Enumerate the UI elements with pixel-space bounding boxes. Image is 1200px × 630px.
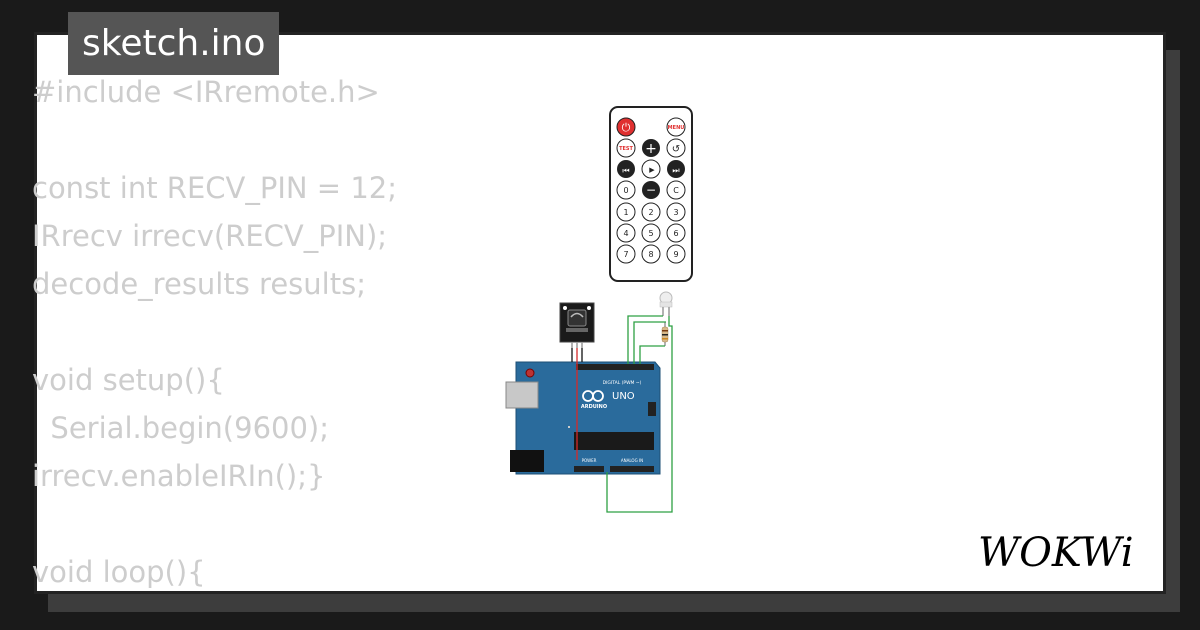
remote-menu-button[interactable] <box>666 117 686 137</box>
remote-plus-button[interactable] <box>642 139 660 157</box>
project-card <box>34 32 1166 594</box>
svg-text:WOKWi: WOKWi <box>978 530 1134 576</box>
remote-digit-button[interactable] <box>641 202 661 222</box>
remote-digit-label: 4 <box>623 229 628 238</box>
remote-digit-label: 5 <box>648 229 653 238</box>
svg-text:UNO: UNO <box>612 391 635 402</box>
digital-header <box>576 364 654 370</box>
svg-text:ANALOG IN: ANALOG IN <box>621 458 643 463</box>
remote-play-button[interactable] <box>641 159 661 179</box>
remote-next-button[interactable] <box>667 160 685 178</box>
remote-power-button[interactable] <box>616 117 636 137</box>
remote-digit-button[interactable] <box>666 223 686 243</box>
reset-button[interactable] <box>525 368 535 378</box>
arduino-uno-board[interactable]: DIGITAL (PWM ~) ARDUINO UNO POWER ANALOG… <box>505 361 661 475</box>
remote-digit-label: 3 <box>673 208 678 217</box>
remote-digit-button[interactable] <box>616 223 636 243</box>
remote-digit-button[interactable] <box>666 202 686 222</box>
ir-remote[interactable]: ⏻ MENU TEST + ↺ ⏮ ▶ ⏭ 0 − C 1 2 3 4 5 6 7 8 9 <box>609 106 693 282</box>
svg-text:DIGITAL (PWM ~): DIGITAL (PWM ~) <box>603 380 642 386</box>
minus-icon: − <box>646 183 656 197</box>
plus-icon: + <box>645 141 657 157</box>
code-line: IRrecv irrecv(RECV_PIN); <box>32 219 388 253</box>
code-line: irrecv.enableIRIn();} <box>32 459 326 493</box>
remote-digit-label: 6 <box>673 229 678 238</box>
remote-digit-button[interactable] <box>641 223 661 243</box>
code-line: const int RECV_PIN = 12; <box>32 171 397 205</box>
atmega-chip <box>574 432 654 450</box>
wokwi-logo: WOKWi <box>978 530 1134 576</box>
code-line: void loop(){ <box>32 555 206 589</box>
file-title-tab[interactable]: sketch.ino <box>68 12 280 75</box>
next-icon: ⏭ <box>672 166 679 175</box>
analog-header <box>610 466 654 472</box>
remote-digit-button[interactable] <box>641 244 661 264</box>
led[interactable] <box>659 291 673 316</box>
arduino-infinity-icon <box>582 390 604 402</box>
remote-clear-button[interactable] <box>666 180 686 200</box>
back-icon: ↺ <box>672 144 680 155</box>
remote-digit-label: 2 <box>648 208 653 217</box>
remote-back-button[interactable] <box>666 138 686 158</box>
remote-digit-label: 7 <box>623 250 628 259</box>
power-header <box>574 466 604 472</box>
remote-zero-button[interactable] <box>616 180 636 200</box>
code-line: Serial.begin(9600); <box>32 411 330 445</box>
svg-text:ARDUINO: ARDUINO <box>581 404 607 410</box>
svg-text:POWER: POWER <box>582 458 597 463</box>
remote-digit-button[interactable] <box>616 244 636 264</box>
remote-digit-label: 8 <box>648 250 653 259</box>
resistor[interactable] <box>661 322 669 346</box>
remote-digit-button[interactable] <box>616 202 636 222</box>
power-icon: ⏻ <box>622 121 631 134</box>
icsp-header <box>648 402 656 416</box>
play-icon: ▶ <box>649 166 655 174</box>
svg-text:0: 0 <box>623 186 628 195</box>
remote-digit-label: 1 <box>623 208 628 217</box>
svg-text:MENU: MENU <box>668 125 685 131</box>
svg-text:C: C <box>673 186 679 195</box>
remote-minus-button[interactable] <box>642 181 660 199</box>
usb-port <box>505 381 539 409</box>
remote-digit-buttons[interactable]: 1 2 3 4 5 6 7 8 9 <box>616 202 686 264</box>
ir-receiver-module[interactable] <box>559 302 595 348</box>
remote-digit-button[interactable] <box>666 244 686 264</box>
code-preview: #include <IRremote.h> const int RECV_PIN … <box>32 68 397 596</box>
svg-text:TEST: TEST <box>619 146 633 152</box>
prev-icon: ⏮ <box>622 166 629 175</box>
power-jack <box>510 450 544 472</box>
code-line: void setup(){ <box>32 363 225 397</box>
remote-test-button[interactable] <box>616 138 636 158</box>
code-line: decode_results results; <box>32 267 366 301</box>
remote-digit-label: 9 <box>673 250 678 259</box>
wires <box>571 315 673 513</box>
code-line: #include <IRremote.h> <box>32 75 380 109</box>
remote-prev-button[interactable] <box>617 160 635 178</box>
